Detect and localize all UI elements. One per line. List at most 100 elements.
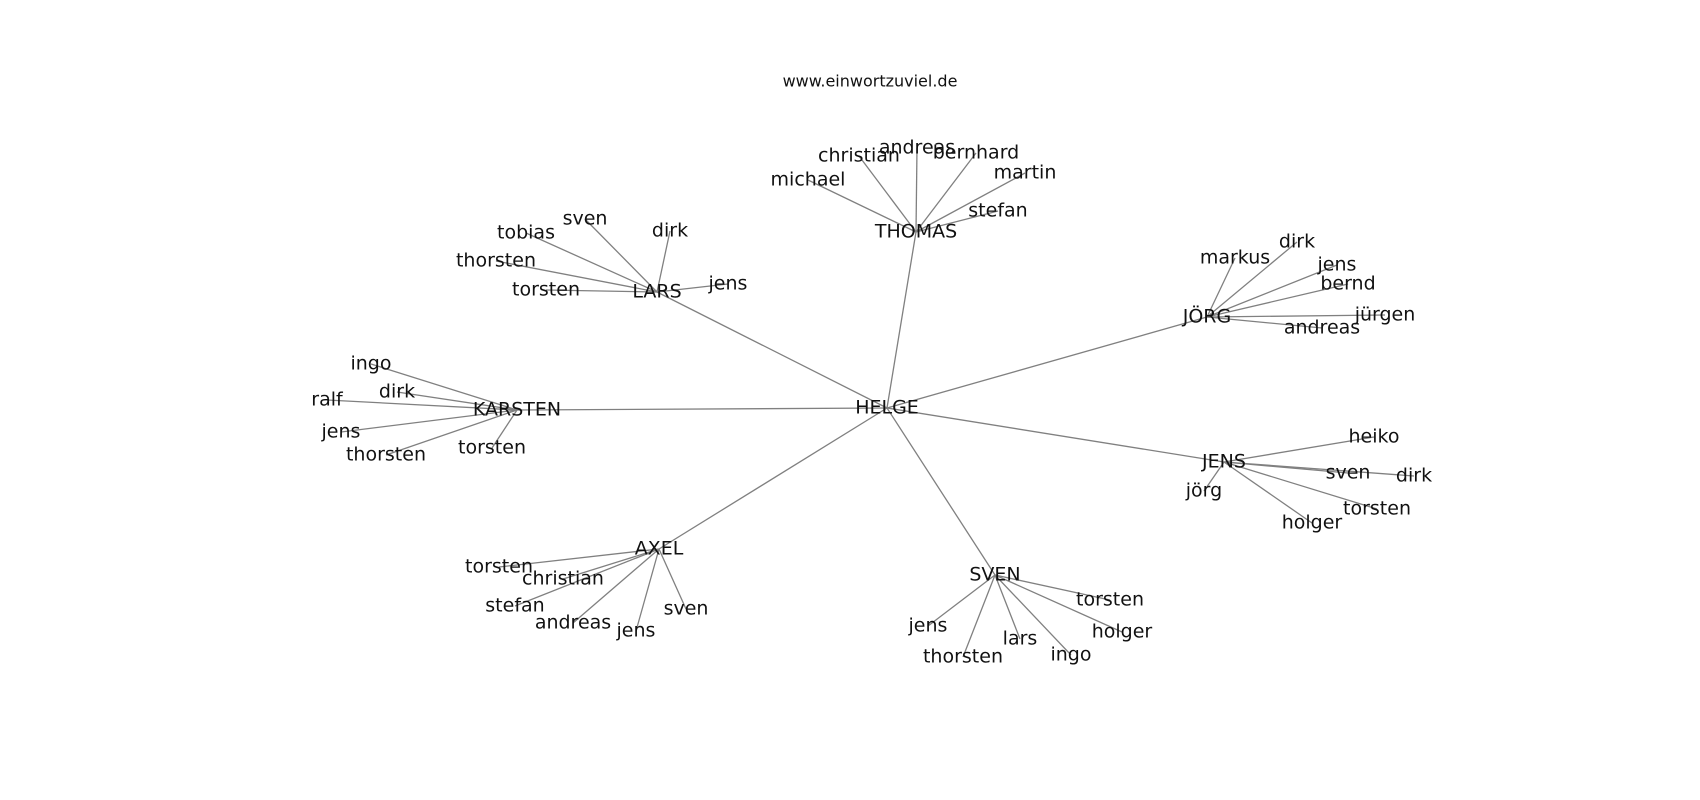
edge-helge-karsten <box>516 407 888 411</box>
node-leaf-lars: dirk <box>652 220 688 242</box>
edge-jorg-leaf <box>1206 241 1298 318</box>
node-leaf-karsten: jens <box>321 421 361 443</box>
node-leaf-sven: jens <box>908 615 948 637</box>
node-leaf-thomas: stefan <box>968 200 1027 222</box>
edges <box>326 147 1415 658</box>
node-leaf-thomas: andreas <box>879 137 955 159</box>
edge-karsten-leaf <box>491 409 518 449</box>
node-leaf-thomas: michael <box>771 169 846 191</box>
node-leaf-sven: torsten <box>1076 589 1144 611</box>
edge-jens-leaf <box>1223 461 1313 524</box>
node-leaf-jens: holger <box>1282 512 1343 534</box>
node-leaf-sven: holger <box>1092 621 1153 643</box>
edge-jens-leaf <box>1203 461 1225 492</box>
node-leaf-lars: thorsten <box>456 250 536 272</box>
node-leaf-jorg: jens <box>1317 254 1357 276</box>
edge-karsten-leaf <box>385 409 518 456</box>
edge-lars-leaf <box>545 289 658 293</box>
edge-jorg-leaf <box>1206 257 1236 318</box>
edge-lars-leaf <box>525 232 658 293</box>
edge-lars-leaf <box>656 283 729 293</box>
node-leaf-lars: tobias <box>497 222 555 244</box>
edge-thomas-leaf <box>915 152 977 233</box>
node-leaf-thomas: martin <box>994 162 1057 184</box>
graph-title: www.einwortzuviel.de <box>783 72 958 91</box>
edge-sven-leaf <box>994 574 1111 601</box>
node-leaf-sven: ingo <box>1050 644 1091 666</box>
node-hub-jens: JENS <box>1201 451 1246 473</box>
node-leaf-jorg: dirk <box>1279 231 1315 253</box>
node-labels: HELGETHOMASmichaelchristianandreasbernha… <box>311 137 1432 668</box>
edge-thomas-leaf <box>858 155 917 233</box>
edge-lars-leaf <box>584 218 658 293</box>
node-leaf-jorg: andreas <box>1284 317 1360 339</box>
edge-axel-leaf <box>562 548 660 580</box>
node-leaf-jens: torsten <box>1343 498 1411 520</box>
node-hub-thomas: THOMAS <box>874 221 957 243</box>
node-leaf-axel: torsten <box>465 556 533 578</box>
node-hub-axel: AXEL <box>635 538 684 560</box>
node-leaf-sven: thorsten <box>923 646 1003 668</box>
edge-jens-leaf <box>1223 461 1378 510</box>
edge-helge-axel <box>658 407 888 550</box>
edge-helge-jens <box>886 407 1225 463</box>
node-leaf-axel: jens <box>616 620 656 642</box>
node-leaf-axel: stefan <box>485 595 544 617</box>
edge-karsten-leaf <box>340 409 518 433</box>
edge-sven-leaf <box>994 574 1072 656</box>
node-leaf-lars: torsten <box>512 279 580 301</box>
edge-helge-sven <box>886 407 996 576</box>
edge-helge-thomas <box>886 231 917 409</box>
edge-thomas-leaf <box>915 210 999 233</box>
node-leaf-lars: jens <box>708 273 748 295</box>
edge-axel-leaf <box>498 548 660 568</box>
edge-jorg-leaf <box>1206 316 1323 329</box>
node-leaf-jorg: jürgen <box>1354 304 1416 326</box>
edge-sven-leaf <box>927 574 996 627</box>
edge-axel-leaf <box>635 548 660 632</box>
node-leaf-jorg: bernd <box>1320 273 1375 295</box>
edge-helge-jorg <box>886 316 1208 409</box>
node-leaf-thomas: christian <box>818 145 900 167</box>
edge-karsten-leaf <box>370 363 518 411</box>
edge-thomas-leaf <box>915 147 918 233</box>
node-leaf-karsten: ralf <box>311 389 344 411</box>
node-leaf-karsten: torsten <box>458 437 526 459</box>
edge-axel-leaf <box>572 548 660 624</box>
edge-jorg-leaf <box>1206 264 1338 318</box>
node-leaf-karsten: ingo <box>350 353 391 375</box>
edge-thomas-leaf <box>915 172 1026 233</box>
edge-thomas-leaf <box>807 179 917 233</box>
node-hub-jorg: JÖRG <box>1182 305 1231 328</box>
edge-axel-leaf <box>658 548 687 610</box>
node-leaf-jorg: markus <box>1200 247 1270 269</box>
edge-sven-leaf <box>994 574 1123 633</box>
node-leaf-jens: heiko <box>1349 426 1400 448</box>
node-leaf-axel: christian <box>522 568 604 590</box>
node-leaf-jens: jörg <box>1185 480 1222 502</box>
edge-jens-leaf <box>1223 461 1415 477</box>
edge-karsten-leaf <box>326 399 518 411</box>
node-leaf-axel: andreas <box>535 612 611 634</box>
node-leaf-jens: dirk <box>1396 465 1432 487</box>
node-hub-karsten: KARSTEN <box>473 399 561 421</box>
edge-sven-leaf <box>962 574 996 658</box>
edge-jorg-leaf <box>1206 283 1349 318</box>
edge-lars-leaf <box>495 260 658 293</box>
node-leaf-sven: lars <box>1003 628 1038 650</box>
edge-jorg-leaf <box>1206 314 1386 318</box>
node-hub-sven: SVEN <box>969 564 1020 586</box>
edge-karsten-leaf <box>396 391 518 411</box>
edge-lars-leaf <box>656 230 671 293</box>
node-leaf-axel: sven <box>664 598 709 620</box>
node-hub-lars: LARS <box>632 281 681 303</box>
edge-helge-lars <box>656 291 888 409</box>
edge-jens-leaf <box>1223 436 1375 463</box>
node-leaf-karsten: thorsten <box>346 444 426 466</box>
node-leaf-karsten: dirk <box>379 381 415 403</box>
edge-axel-leaf <box>514 548 660 607</box>
node-leaf-lars: sven <box>563 208 608 230</box>
node-leaf-thomas: bernhard <box>933 142 1020 164</box>
node-center-helge: HELGE <box>855 397 919 419</box>
